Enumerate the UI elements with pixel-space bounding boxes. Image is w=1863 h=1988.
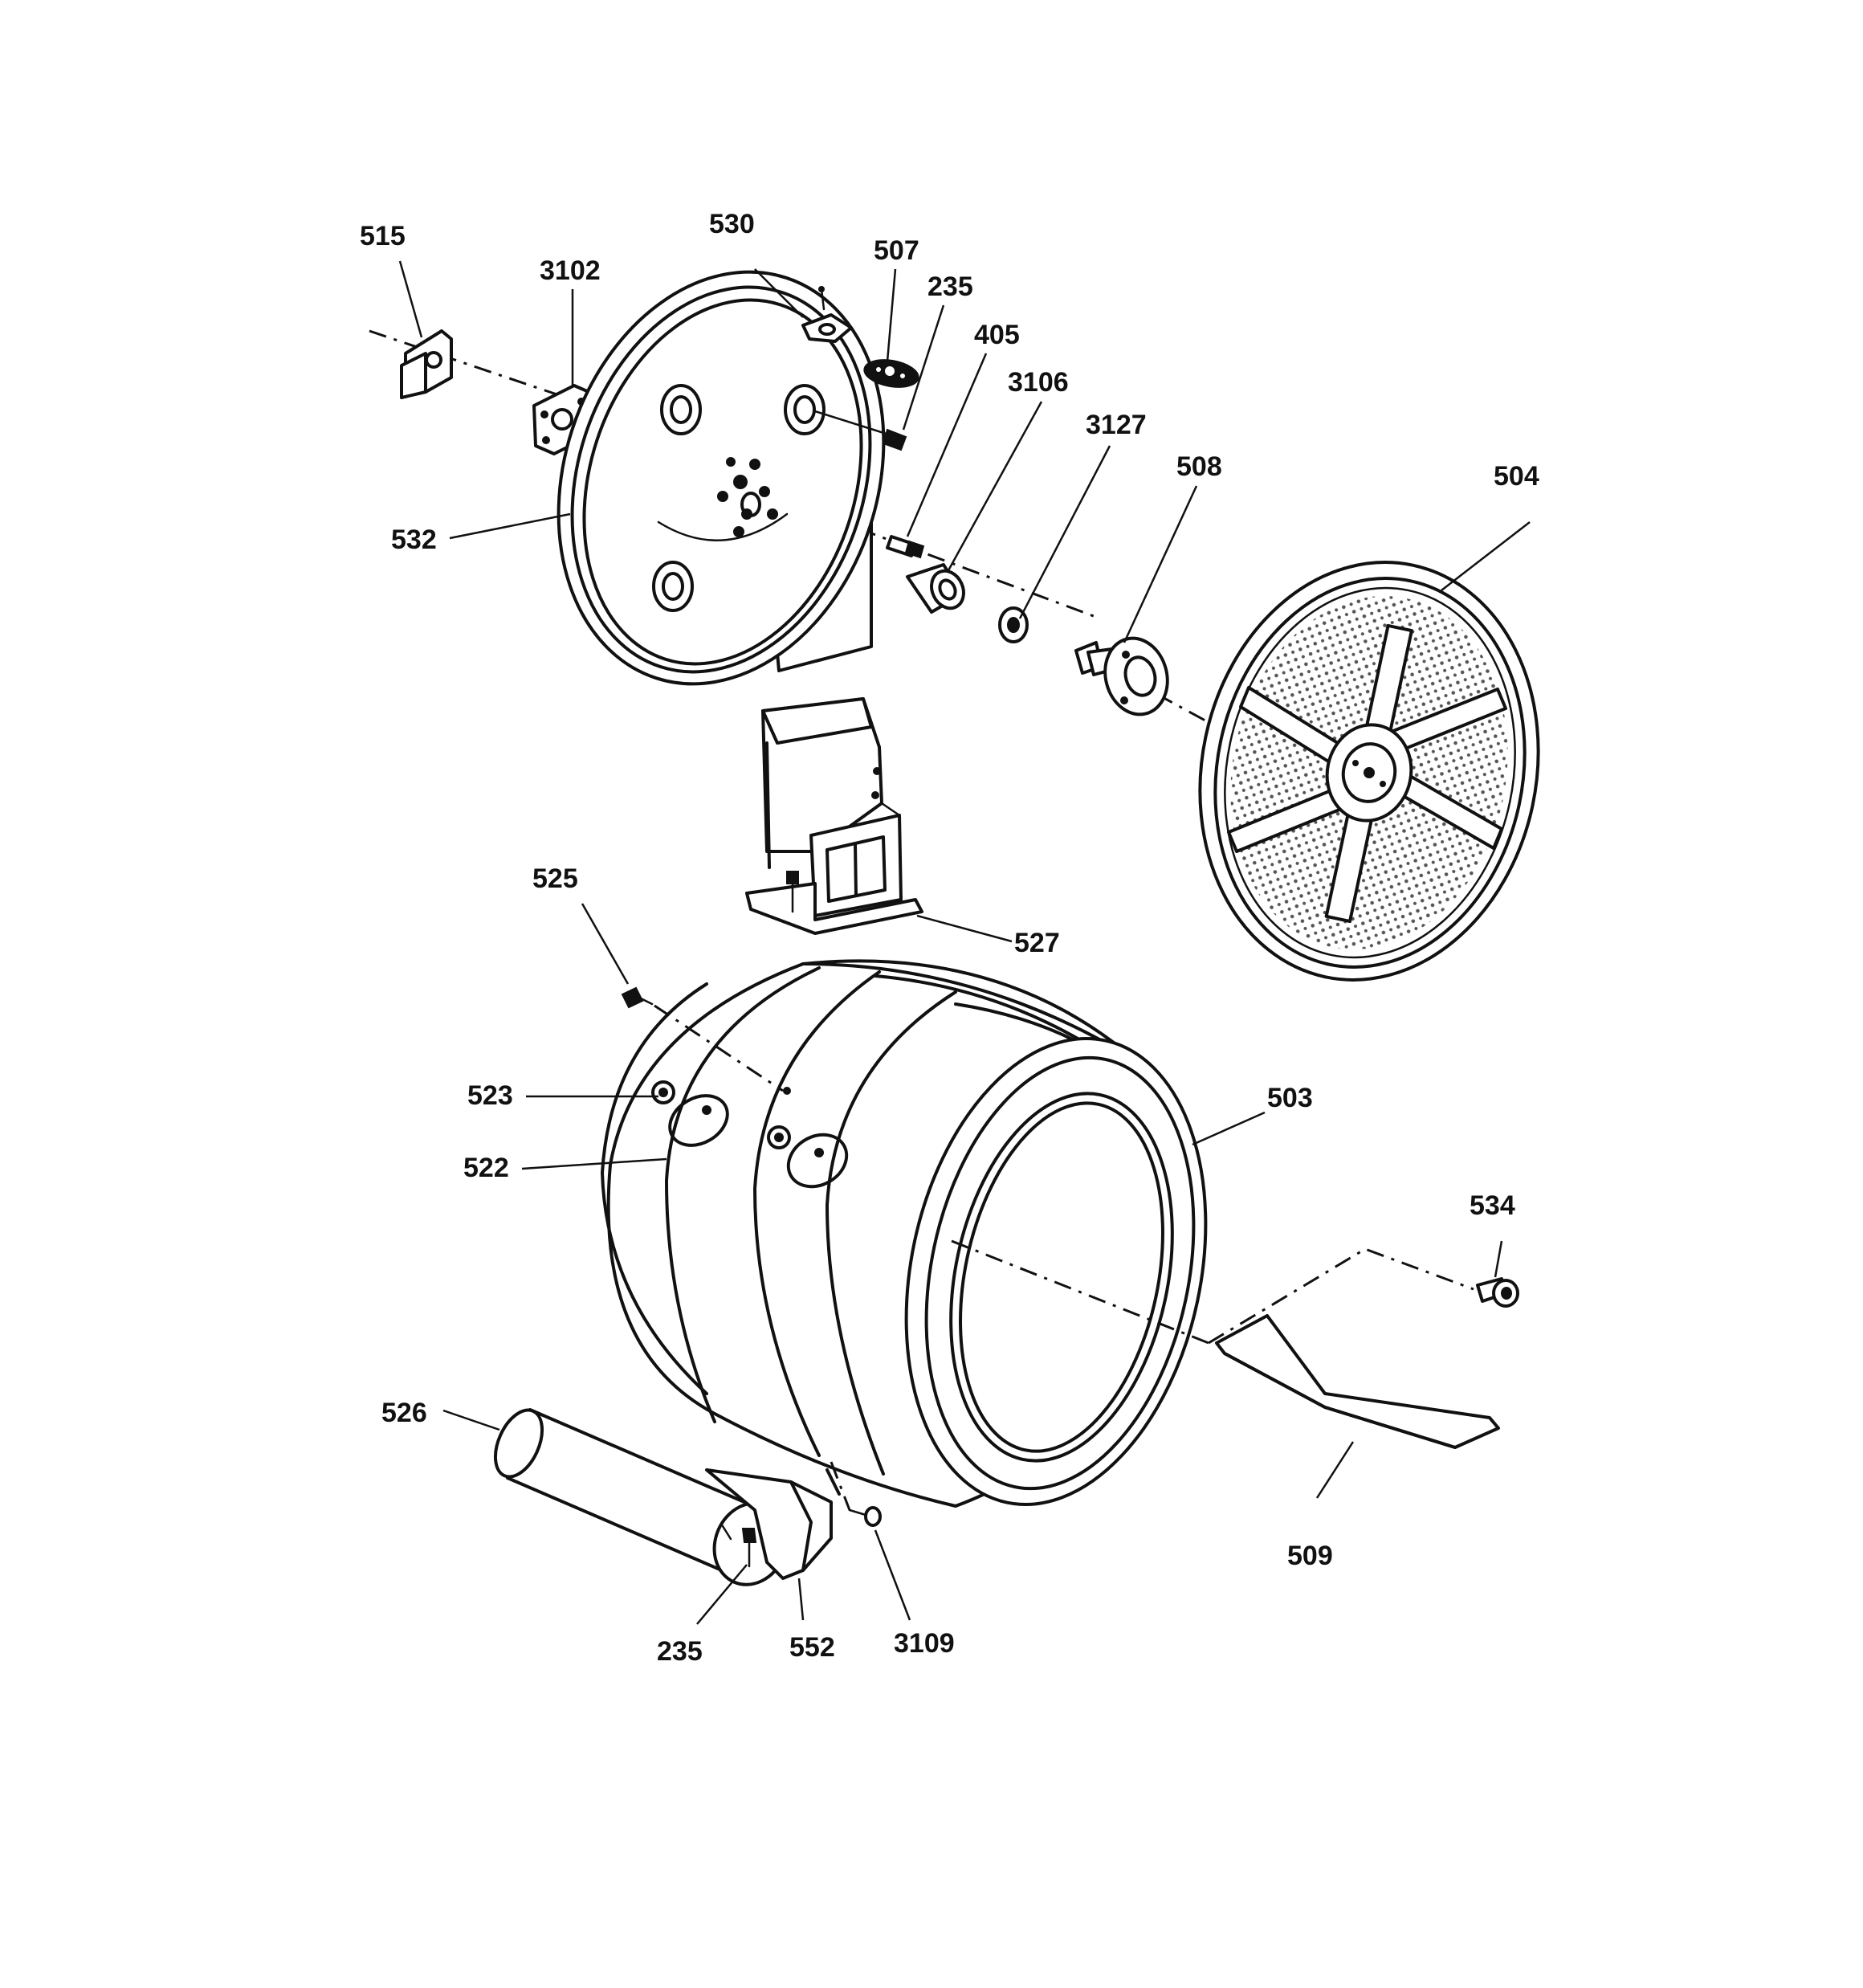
part-235-screw-upper	[813, 410, 907, 451]
callout-507: 507	[874, 235, 919, 266]
callout-labels: 515 3102 530 507 235 405 3106 3127 508 5…	[360, 209, 1539, 1667]
callout-3109: 3109	[894, 1628, 955, 1659]
part-3109-screw	[848, 1506, 882, 1527]
callout-405: 405	[974, 320, 1020, 350]
callout-534: 534	[1470, 1190, 1515, 1221]
screw-525-centerline	[654, 1004, 784, 1092]
part-527-duct	[745, 697, 923, 935]
callout-515: 515	[360, 221, 406, 251]
callout-526: 526	[381, 1398, 427, 1428]
part-532-rear-bulkhead	[556, 270, 886, 686]
callout-3127: 3127	[1086, 410, 1147, 440]
callout-522: 522	[463, 1153, 509, 1183]
part-530-clip	[801, 286, 853, 343]
drum-axis-centerline	[951, 1239, 1474, 1345]
part-3106-bearing	[906, 563, 965, 614]
part-534-screw	[1476, 1277, 1519, 1308]
callout-525: 525	[532, 863, 578, 894]
callout-235-upper: 235	[927, 271, 973, 302]
part-515-bracket	[400, 329, 453, 399]
callout-3106: 3106	[1008, 367, 1069, 398]
callout-508: 508	[1176, 451, 1222, 482]
callout-235-lower: 235	[657, 1636, 703, 1667]
callout-527: 527	[1014, 928, 1060, 958]
callout-532: 532	[391, 525, 437, 555]
part-525-screw	[621, 986, 654, 1009]
part-504-drum-back	[1198, 561, 1540, 982]
callout-523: 523	[467, 1080, 513, 1111]
callout-3102: 3102	[540, 255, 601, 286]
callout-504: 504	[1494, 461, 1539, 492]
callout-530: 530	[709, 209, 755, 239]
part-405-screw	[886, 535, 925, 559]
part-507-thermostat	[863, 359, 919, 388]
callout-552: 552	[789, 1632, 835, 1663]
part-508-drum-shaft	[1074, 636, 1169, 716]
part-509-drum-glide	[1215, 1314, 1500, 1449]
leader-lines	[398, 260, 1531, 1625]
part-503-drum	[601, 959, 1208, 1508]
callout-509: 509	[1287, 1541, 1333, 1571]
part-552-bracket	[705, 1461, 851, 1580]
callout-503: 503	[1267, 1083, 1313, 1113]
